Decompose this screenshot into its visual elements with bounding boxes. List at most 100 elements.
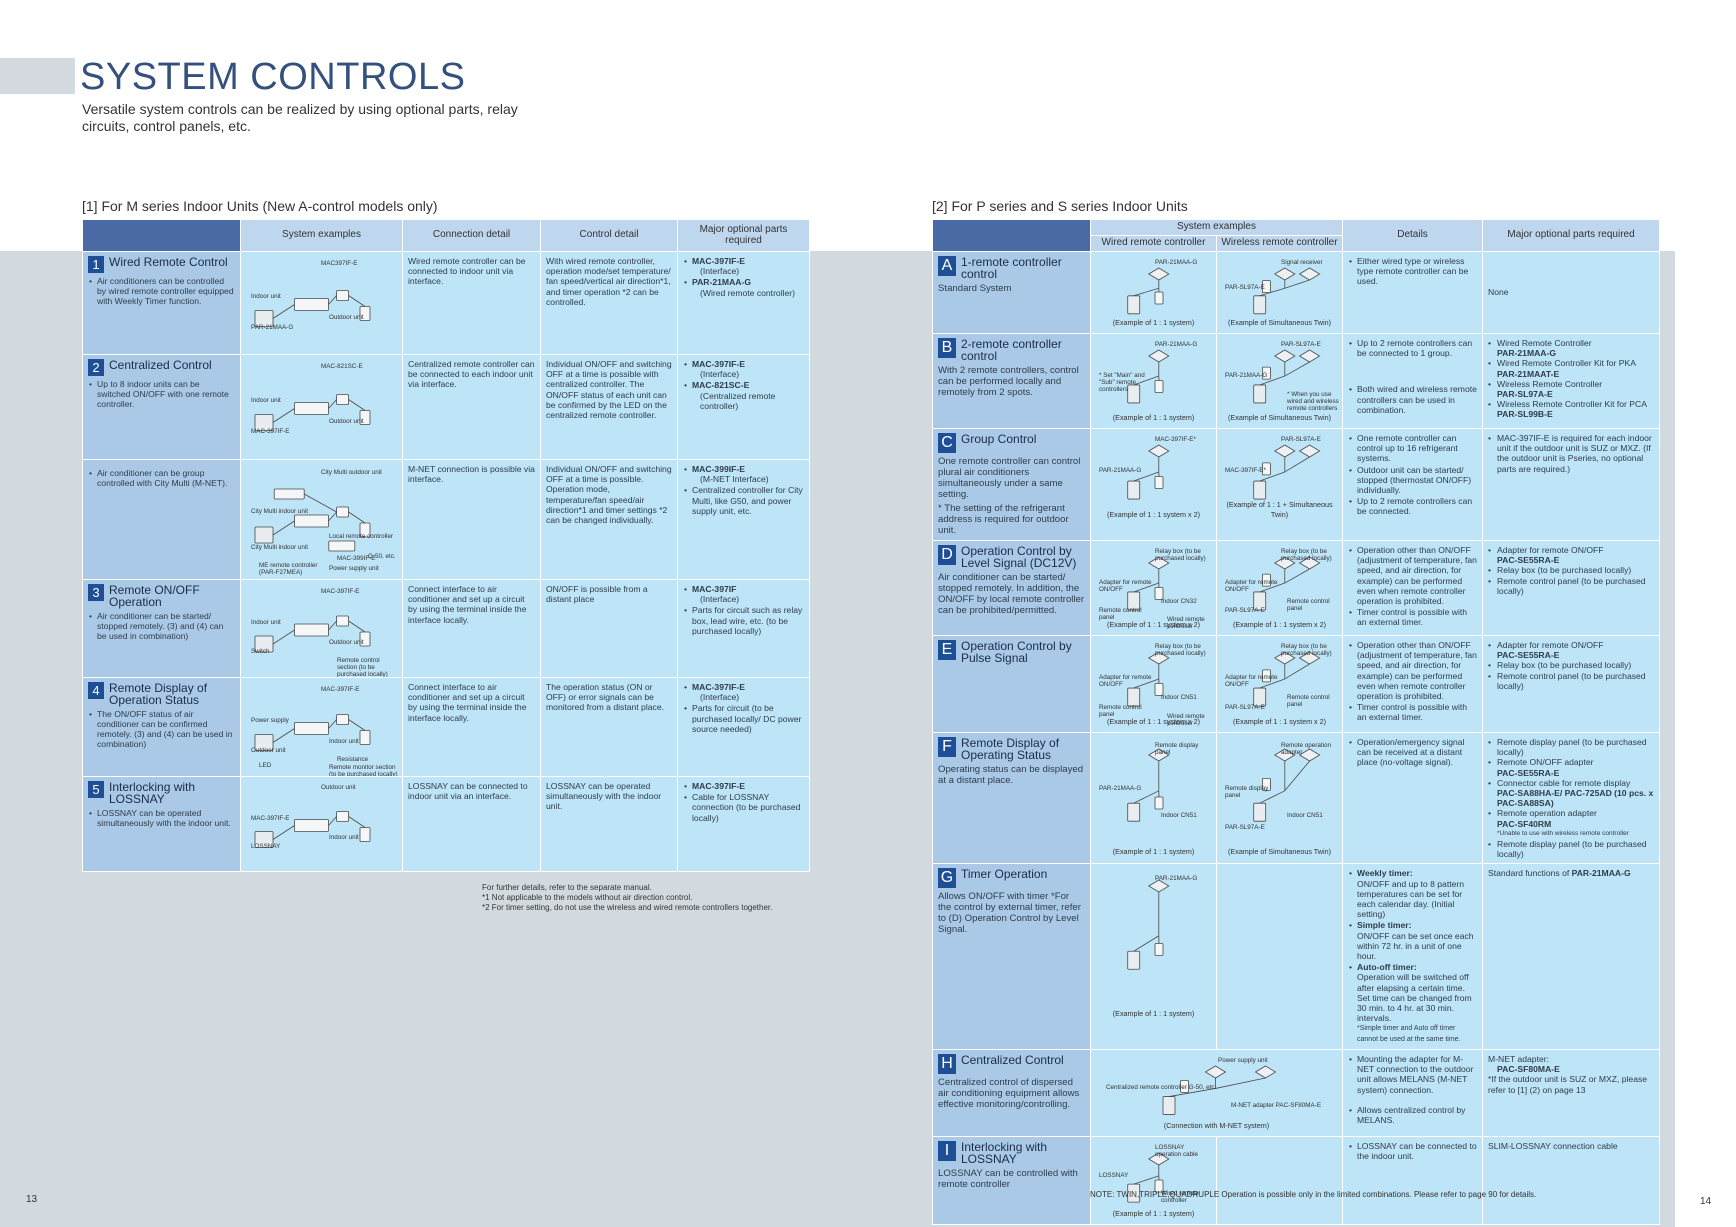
diagram-label: MAC-399IF-E (337, 555, 376, 562)
bullet-glyph: • (1488, 839, 1492, 850)
wireless-remote-shape (1262, 573, 1271, 587)
feature-description-list: Up to 8 indoor units can be switched ON/… (88, 379, 235, 409)
feature-letter-badge: I (938, 1140, 956, 1161)
feature-title: Operation Control by Pulse Signal (961, 639, 1072, 665)
parts-list: MAC-397IF-ECable for LOSSNAY connection … (683, 781, 804, 823)
interface-shape (336, 394, 349, 405)
m-series-table: System examples Connection detail Contro… (82, 219, 810, 872)
details-list: Weekly timer:ON/OFF and up to 8 pattern … (1348, 868, 1477, 1023)
wire-line (348, 399, 366, 411)
part-description: •Wireless Remote Controller Kit for PCA (1488, 399, 1647, 410)
feature-description: With 2 remote controllers, control can b… (938, 365, 1079, 398)
diagram-label: Indoor unit (329, 834, 359, 841)
part-code: PAR-21MAA-G (692, 277, 752, 288)
bullet-glyph: • (1488, 338, 1492, 348)
page-number-left: 13 (26, 1194, 38, 1205)
note-line: *2 For timer setting, do not use the wir… (482, 903, 773, 912)
parts-item: Parts for circuit (to be purchased local… (684, 703, 804, 734)
wire-line (1259, 678, 1285, 689)
diagram-label: Local remote controller (329, 533, 394, 540)
outdoor-unit-shape (1253, 480, 1267, 500)
diagram-label: MAC-397IF-E (321, 686, 360, 693)
feature-letter-badge: B (938, 338, 956, 358)
details-cell: Operation other than ON/OFF (adjustment … (1342, 540, 1484, 636)
optional-parts-cell: •Remote display panel (to be purchased l… (1482, 731, 1661, 865)
wire-line (1284, 456, 1310, 473)
details-item: Either wired type or wireless type remot… (1349, 256, 1477, 287)
optional-parts-cell: MAC-397IF-ECable for LOSSNAY connection … (677, 776, 810, 872)
diagram-label: G-50, etc. (368, 553, 396, 560)
part-description: (Wired remote controller) (700, 287, 796, 298)
outdoor-unit-shape (1162, 1096, 1176, 1115)
details-list: One remote controller can control up to … (1348, 433, 1477, 517)
details-cell: Either wired type or wireless type remot… (1342, 251, 1484, 334)
feature-title: Operation Control by Level Signal (DC12V… (961, 544, 1077, 570)
feature-description: One remote controller can control plural… (938, 456, 1081, 500)
remote-controller-shape (359, 827, 371, 842)
diagram-label: PAR-21MAA-G (251, 324, 294, 331)
bullet-glyph: • (1488, 757, 1492, 768)
diagram-svg (254, 811, 371, 848)
wire-line (272, 520, 295, 536)
diagram-label: MAC-397IF-E (251, 815, 290, 822)
details-text: Operation will be switched off after ela… (1357, 972, 1472, 1024)
diagram-svg (254, 394, 371, 431)
wire-line (1133, 375, 1159, 386)
feature-title: Timer Operation (961, 867, 1048, 882)
page-subtitle: Versatile system controls can be realize… (82, 101, 518, 134)
optional-parts-cell: MAC-397IF-E(Interface)Parts for circuit … (677, 677, 810, 777)
diagram-caption: (Example of 1 : 1 + Simultaneous Twin) (1226, 499, 1333, 519)
feature-description: Air conditioner can be started/ stopped … (89, 611, 235, 641)
diagram-label: Indoor CN51 (1161, 694, 1197, 701)
connection-detail-cell: Connect interface to air conditioner and… (402, 677, 541, 777)
part-code: PAR-SL97A-E (1497, 389, 1553, 400)
wired-example-cell: MAC-397IF-E*PAR-21MAA-G(Example of 1 : 1… (1090, 428, 1217, 541)
diagram-label: PAR-SL97A-E (1281, 341, 1321, 348)
details-cell: One remote controller can control up to … (1342, 428, 1484, 541)
diagram-label: Wired remote controller (1167, 616, 1205, 630)
part-description: (Interface) (700, 594, 740, 605)
wireless-remote-shape (1262, 669, 1271, 683)
feature-title: 2-remote controller control (961, 337, 1062, 363)
details-item: LOSSNAY can be connected to the indoor u… (1349, 1141, 1477, 1161)
wire-line (348, 620, 366, 633)
wire-line (328, 620, 337, 631)
diagram-label: ME remote controller (PAR-F27MEA) (259, 562, 318, 576)
diagram-label: Resistance (337, 756, 369, 763)
diagram-caption: (Example of 1 : 1 system x 2) (1232, 619, 1327, 629)
system-diagram: Relay box (to be purchased locally)Adapt… (1093, 638, 1214, 729)
part-description: *Unable to use with wireless remote cont… (1497, 829, 1629, 837)
feature-cell: Air conditioner can be group controlled … (82, 459, 241, 580)
diagram-caption: (Example of Simultaneous Twin) (1228, 317, 1331, 327)
part-description: •Wired Remote Controller (1488, 338, 1592, 348)
feature-description-list: Air conditioner can be group controlled … (88, 468, 235, 488)
wire-line (348, 816, 366, 828)
diagram-label: Remote control section (to be purchased … (337, 657, 388, 678)
wired-example-cell: PAR-21MAA-G(Example of 1 : 1 system) (1090, 251, 1217, 334)
feature-description: Operating status can be displayed at a d… (938, 764, 1084, 786)
parts-item: MAC-397IF(Interface) (684, 584, 804, 605)
details-list: LOSSNAY can be connected to the indoor u… (1348, 1141, 1477, 1161)
page-number-right: 14 (1700, 1196, 1712, 1207)
feature-description: Air conditioners can be controlled by wi… (89, 276, 235, 306)
optional-parts-cell: M-NET adapter:PAC-SF80MA-E*If the outdoo… (1482, 1048, 1661, 1137)
feature-number-badge: 3 (88, 584, 104, 601)
indoor-unit-shape (294, 623, 329, 637)
outdoor-unit-shape (1253, 802, 1267, 822)
wire-line (1259, 582, 1285, 593)
system-diagram: MAC-397IF-E*PAR-21MAA-G(Example of 1 : 1… (1093, 431, 1214, 522)
details-item: Mounting the adapter for M-NET connectio… (1349, 1054, 1477, 1095)
diagram-caption: (Example of 1 : 1 system) (1112, 1208, 1195, 1218)
indoor-unit-shape (294, 819, 329, 832)
part-description: M-NET adapter: (1488, 1053, 1549, 1064)
interface-shape (336, 714, 349, 725)
parts-item: MAC-397IF-E (684, 781, 804, 791)
right-section-title: [2] For P series and S series Indoor Uni… (932, 198, 1188, 214)
parts-list: MAC-397IF(Interface)Parts for circuit su… (683, 584, 804, 636)
parts-item: Centralized controller for City Multi, l… (684, 485, 804, 516)
